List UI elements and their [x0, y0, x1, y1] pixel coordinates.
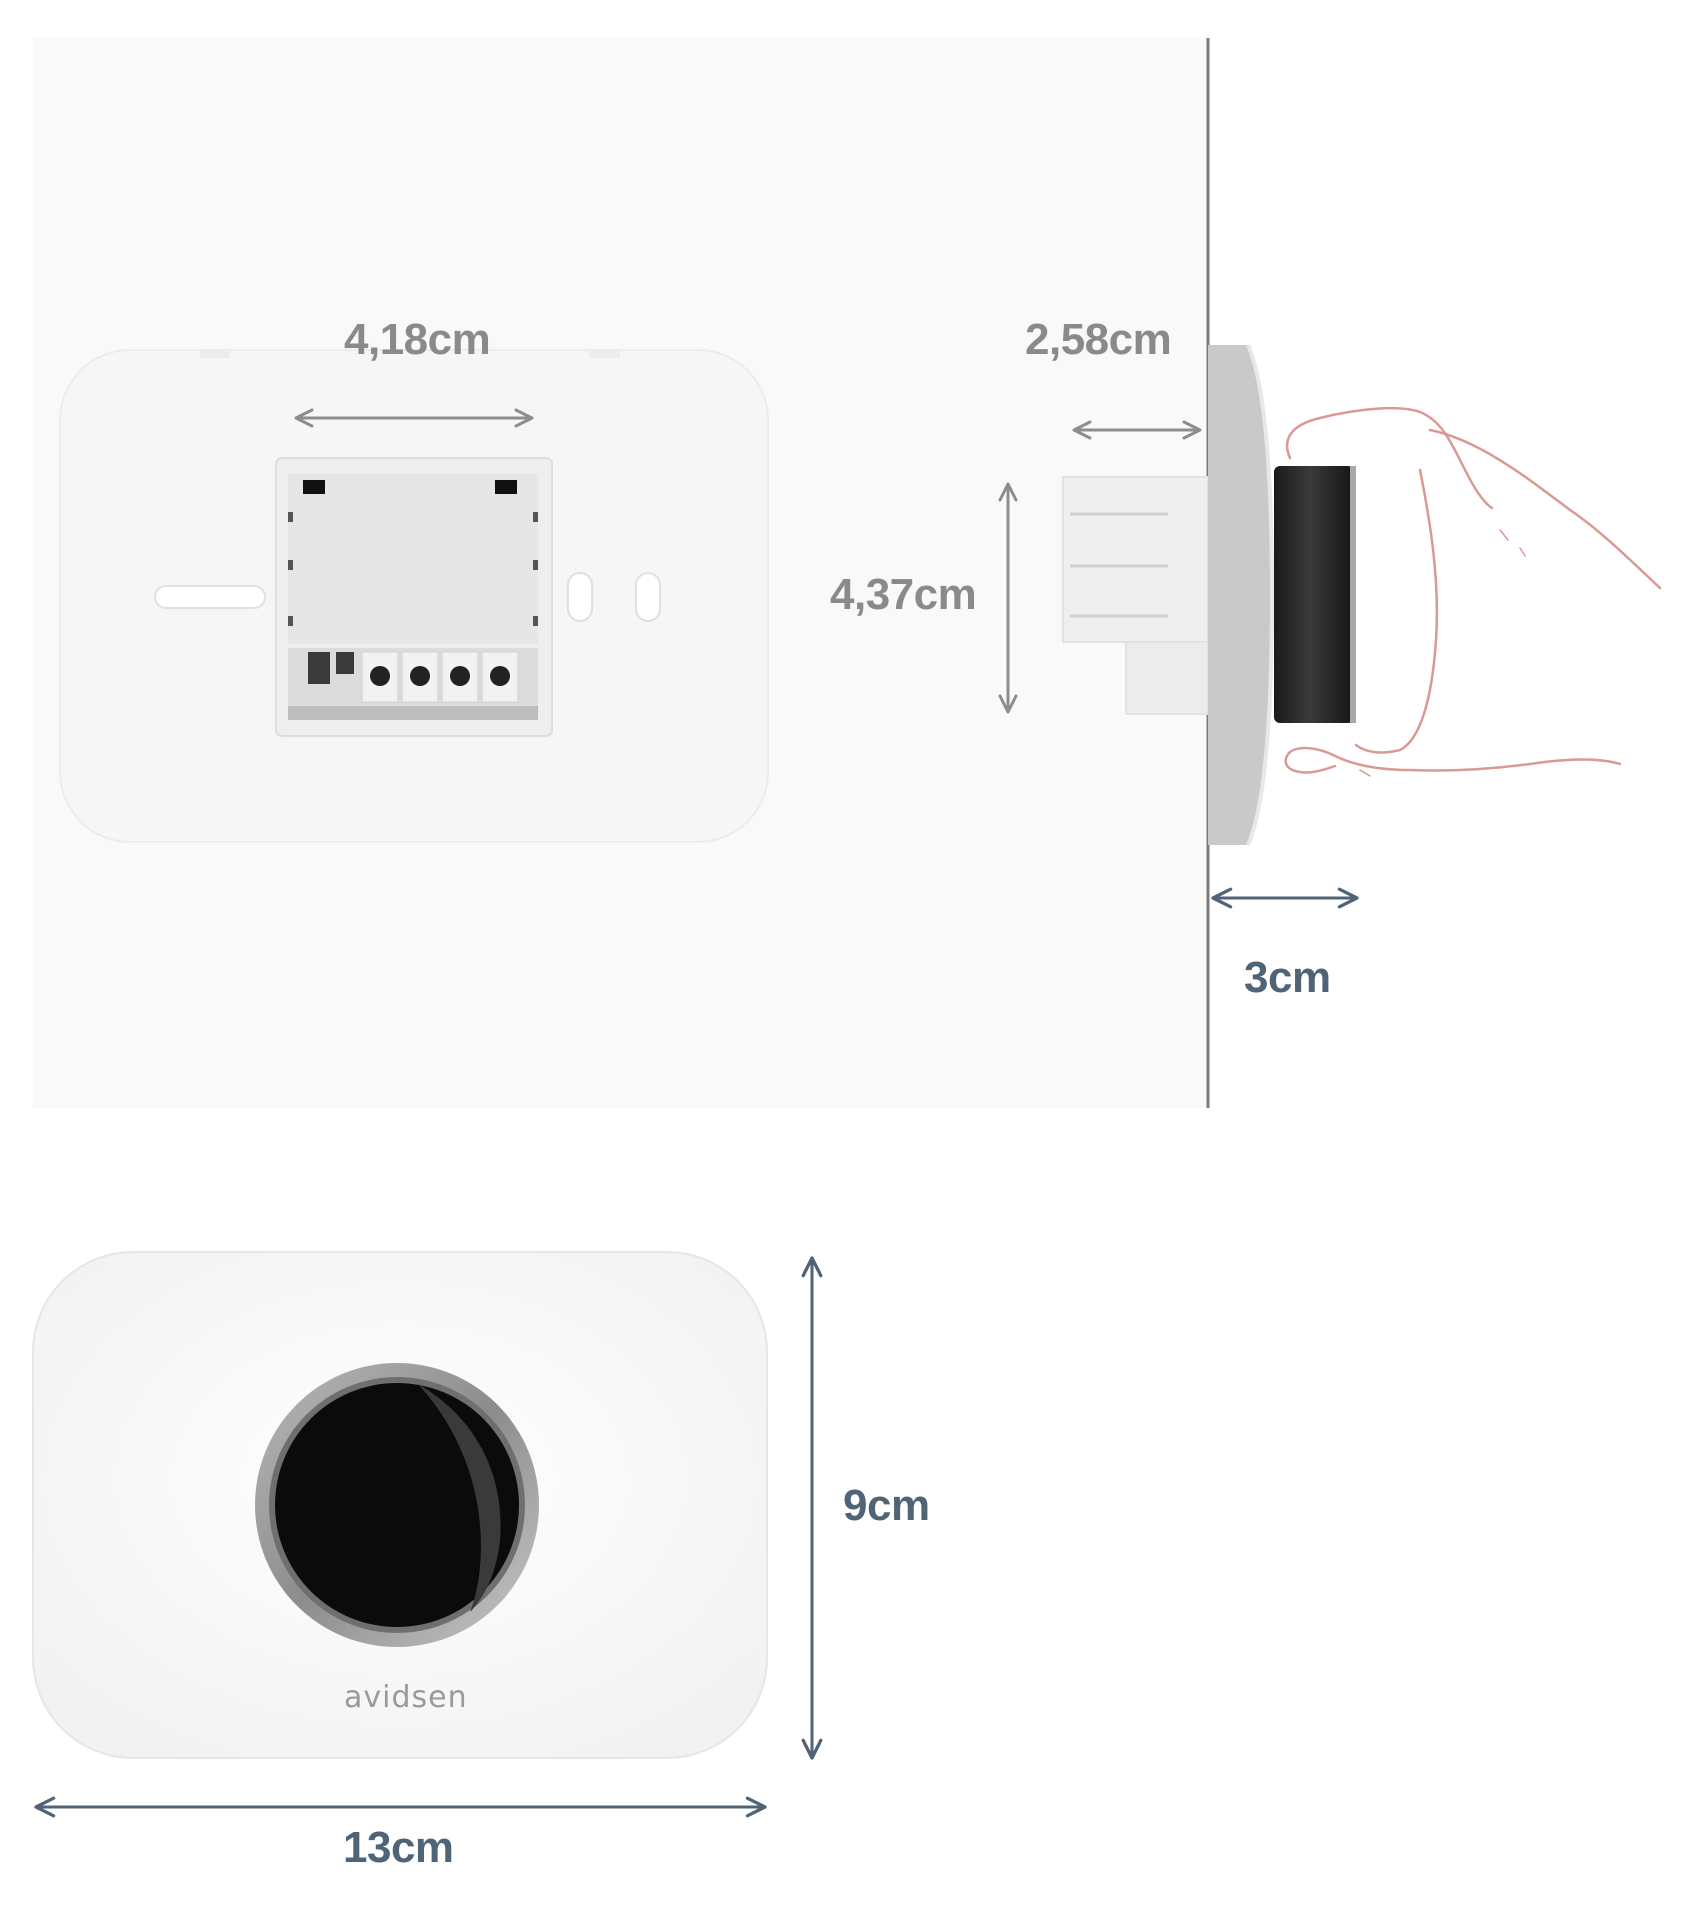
side-connector-foot — [1125, 641, 1209, 715]
terminal-screw — [410, 666, 430, 686]
label-device-depth: 3cm — [1244, 953, 1331, 1002]
connector-pin — [533, 616, 538, 626]
side-device-face — [1246, 344, 1275, 846]
brand-logo: avidsen — [344, 1680, 468, 1715]
label-connector-width: 4,18cm — [344, 315, 491, 364]
hand-crease — [1359, 529, 1526, 777]
connector-pin — [533, 512, 538, 522]
terminal-slot — [336, 652, 354, 674]
side-device-body — [1208, 345, 1272, 845]
connector-pin — [288, 616, 293, 626]
label-device-width: 13cm — [343, 1823, 454, 1872]
label-device-height: 9cm — [843, 1481, 930, 1530]
dial-reflection — [418, 1384, 501, 1612]
screw-hole — [635, 572, 661, 622]
terminal-screw — [450, 666, 470, 686]
back-plate-top-tab — [590, 350, 620, 358]
connector-latch — [303, 480, 325, 494]
side-dial-edge — [1350, 466, 1356, 723]
terminal-screw — [370, 666, 390, 686]
connector-latch — [495, 480, 517, 494]
side-dial — [1274, 466, 1354, 723]
hand-thumb — [1284, 750, 1337, 774]
hand-outline — [1285, 406, 1662, 772]
mounting-slot — [154, 585, 266, 609]
terminal-base — [288, 706, 538, 720]
label-wall-gap: 2,58cm — [1025, 315, 1172, 364]
terminal-screw — [490, 666, 510, 686]
dial-face — [275, 1383, 519, 1627]
label-connector-height: 4,37cm — [830, 570, 977, 619]
connector-pin — [288, 512, 293, 522]
connector-pin — [533, 560, 538, 570]
back-plate-top-tab — [200, 350, 230, 358]
screw-hole — [567, 572, 593, 622]
connector-top — [288, 474, 538, 644]
connector-pin — [288, 560, 293, 570]
terminal-slot — [308, 652, 330, 684]
